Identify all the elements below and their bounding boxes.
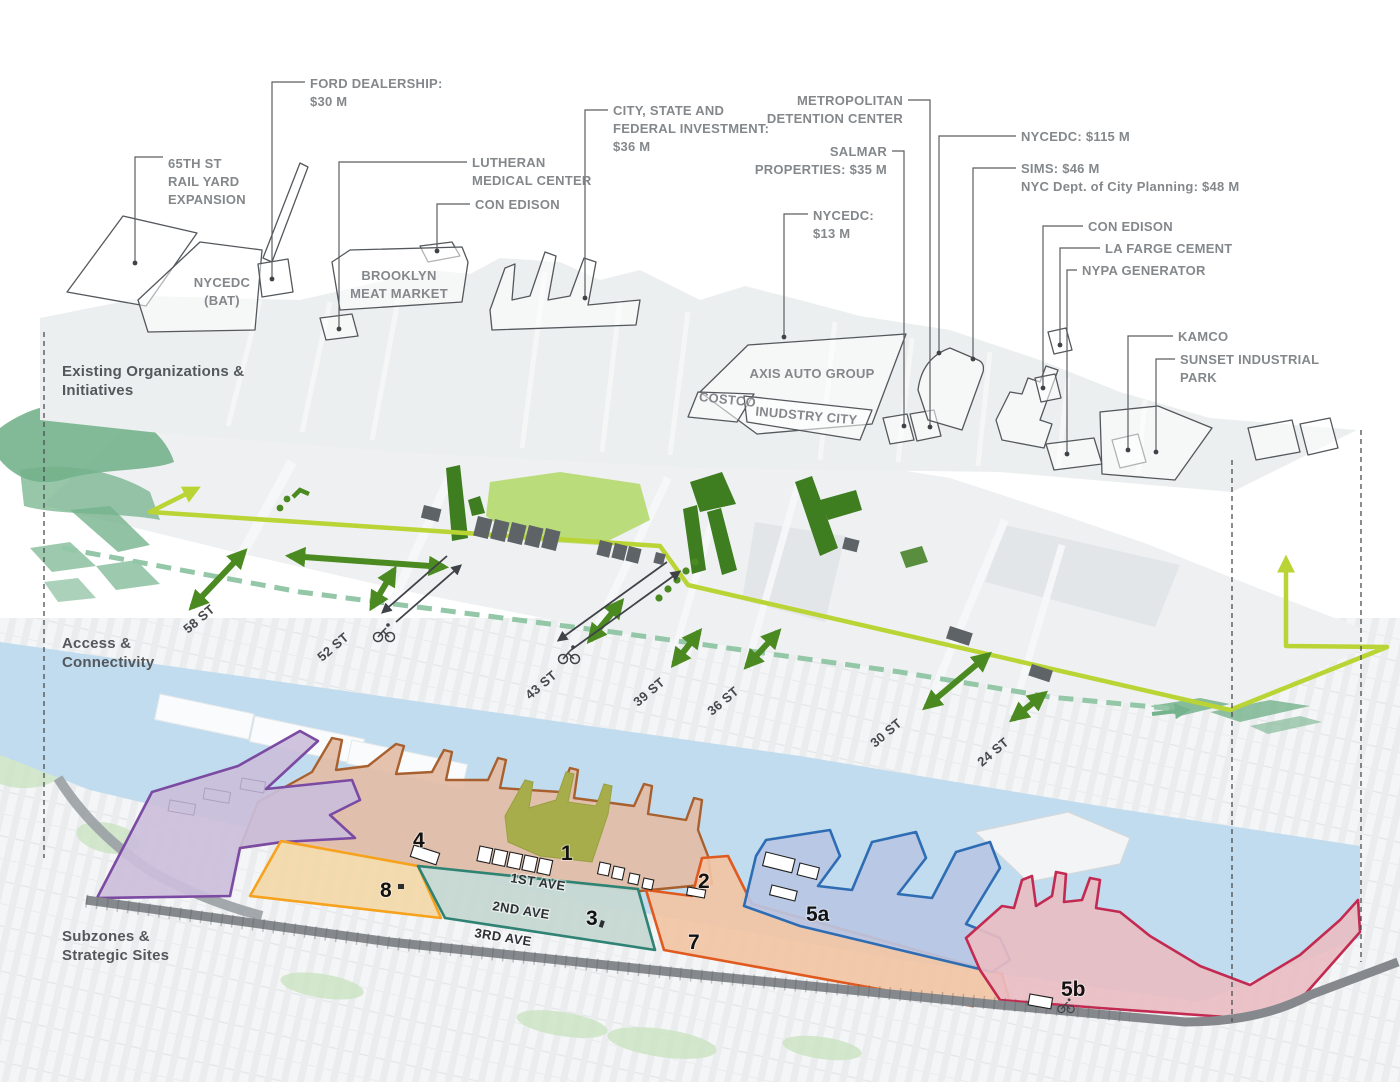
callout-lutheran-1: LUTHERAN bbox=[472, 155, 546, 170]
zone-1-park bbox=[504, 771, 613, 863]
zone-label-8: 8 bbox=[380, 879, 392, 902]
zone-label-2: 2 bbox=[698, 870, 710, 893]
parcel-rail-yard bbox=[66, 215, 198, 307]
callout-ford-1: FORD DEALERSHIP: bbox=[310, 76, 443, 91]
callout-con-edison-w: CON EDISON bbox=[475, 197, 560, 212]
callout-ford-2: $30 M bbox=[310, 94, 347, 109]
parcel-right-b bbox=[1299, 417, 1339, 456]
existing-layer-label: Existing Organizations & Initiatives bbox=[62, 363, 244, 399]
gowanus-interchange-green bbox=[0, 402, 174, 602]
callout-labels: 65TH ST RAIL YARD EXPANSION FORD DEALERS… bbox=[168, 76, 1319, 427]
callout-city-state-1: CITY, STATE AND bbox=[613, 103, 724, 118]
zone-3-teal bbox=[416, 864, 657, 952]
subzones-label-line2: Strategic Sites bbox=[62, 947, 169, 964]
callout-metro-2: DETENTION CENTER bbox=[767, 111, 904, 126]
callout-rail-yard-1: 65TH ST bbox=[168, 156, 222, 171]
zone-number-labels: 4 1 8 2 3 7 5a 5b bbox=[379, 828, 1087, 1002]
callout-sims-1: SIMS: $46 M bbox=[1021, 161, 1100, 176]
callout-axis-auto: AXIS AUTO GROUP bbox=[749, 366, 874, 381]
strategic-site-buildings bbox=[409, 844, 1054, 1010]
callout-nycedc-bat-2: (BAT) bbox=[204, 293, 240, 308]
callout-lutheran-2: MEDICAL CENTER bbox=[472, 173, 592, 188]
zone-label-1: 1 bbox=[561, 842, 573, 865]
parcel-costco bbox=[687, 391, 755, 423]
subzones-label-line1: Subzones & bbox=[62, 928, 150, 945]
callout-rail-yard-2: RAIL YARD bbox=[168, 174, 239, 189]
zone-label-3: 3 bbox=[586, 907, 598, 930]
zone-label-5a: 5a bbox=[806, 903, 830, 926]
subzones-layer-label: Subzones & Strategic Sites bbox=[62, 928, 169, 964]
zone-bat-purple bbox=[95, 729, 362, 900]
zone-label-5b: 5b bbox=[1061, 978, 1086, 1001]
parcel-nycedc-bat bbox=[137, 241, 263, 333]
callout-nycedc13-1: NYCEDC: bbox=[813, 208, 874, 223]
third-ave-road bbox=[85, 895, 1400, 1027]
zone-3-marker-icon bbox=[598, 919, 605, 928]
zone-label-7: 7 bbox=[688, 931, 700, 954]
callout-nycedc-bat-1: NYCEDC bbox=[194, 275, 251, 290]
callout-leaders bbox=[132, 81, 1175, 457]
callout-nypa: NYPA GENERATOR bbox=[1082, 263, 1206, 278]
callout-meat-market-1: BROOKLYN bbox=[361, 268, 436, 283]
parcel-con-edison-e bbox=[1034, 373, 1062, 403]
callout-salmar-1: SALMAR bbox=[830, 144, 887, 159]
callout-metro-1: METROPOLITAN bbox=[797, 93, 903, 108]
parcel-city-state-piers bbox=[489, 251, 641, 331]
callout-kamco: KAMCO bbox=[1178, 329, 1228, 344]
callout-sims-2: NYC Dept. of City Planning: $48 M bbox=[1021, 179, 1239, 194]
parcel-meat-market bbox=[331, 246, 469, 311]
callout-nycedc115: NYCEDC: $115 M bbox=[1021, 129, 1130, 144]
callout-sunset-industrial-2: PARK bbox=[1180, 370, 1217, 385]
access-label-line1: Access & bbox=[62, 635, 131, 652]
parcel-ford bbox=[257, 258, 294, 298]
callout-city-state-3: $36 M bbox=[613, 139, 650, 154]
layer-existing-organizations: 65TH ST RAIL YARD EXPANSION FORD DEALERS… bbox=[40, 76, 1357, 492]
parcel-detention-center bbox=[917, 347, 985, 431]
callout-meat-market-2: MEAT MARKET bbox=[350, 286, 448, 301]
zone-8-orange bbox=[248, 839, 443, 920]
layer-connector-lines bbox=[43, 332, 1362, 1022]
parcel-industry-city bbox=[743, 395, 873, 441]
purple-zone-buildings bbox=[167, 777, 267, 816]
callout-nycedc13-2: $13 M bbox=[813, 226, 850, 241]
existing-label-line2: Initiatives bbox=[62, 382, 133, 399]
parcel-salmar bbox=[882, 413, 915, 445]
zone-label-4: 4 bbox=[413, 829, 425, 852]
parcel-nypa bbox=[1045, 437, 1103, 471]
access-buildings bbox=[420, 505, 1053, 683]
parcel-rail-strip bbox=[262, 162, 309, 263]
callout-con-edison-e: CON EDISON bbox=[1088, 219, 1173, 234]
parcel-right-a bbox=[1247, 419, 1301, 461]
callout-city-state-2: FEDERAL INVESTMENT: bbox=[613, 121, 769, 136]
access-label-line2: Connectivity bbox=[62, 654, 155, 671]
callout-sunset-industrial-1: SUNSET INDUSTRIAL bbox=[1180, 352, 1319, 367]
callout-lafarge: LA FARGE CEMENT bbox=[1105, 241, 1233, 256]
marsh-arrow bbox=[1151, 703, 1191, 720]
zone-8-flag-icon bbox=[398, 884, 404, 889]
callout-rail-yard-3: EXPANSION bbox=[168, 192, 246, 207]
callout-costco: COSTCO bbox=[698, 389, 756, 410]
greenway-route-line bbox=[147, 486, 1390, 713]
rail-ticks bbox=[85, 894, 1131, 1023]
callout-salmar-2: PROPERTIES: $35 M bbox=[755, 162, 887, 177]
access-layer-label: Access & Connectivity bbox=[62, 635, 155, 671]
bike-lane-arrows bbox=[380, 555, 682, 651]
existing-label-line1: Existing Organizations & bbox=[62, 363, 244, 380]
street-connection-arrows bbox=[188, 546, 1048, 723]
breakwater-pier bbox=[973, 811, 1131, 883]
